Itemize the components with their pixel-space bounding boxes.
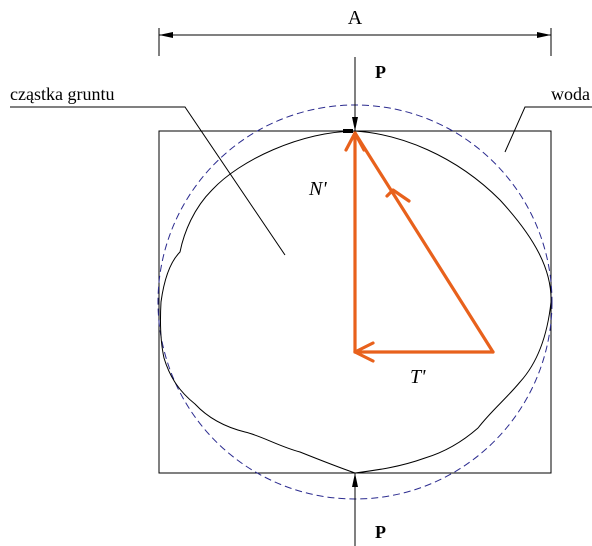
water-leader-line (504, 106, 592, 153)
dimension-a: A (158, 7, 552, 56)
soil-particle-outline (159, 130, 552, 474)
water-label: woda (551, 84, 590, 104)
particle-leader-line (10, 106, 286, 256)
contact-point (343, 129, 353, 133)
particle-label: cząstka gruntu (10, 84, 114, 104)
resultant-force-arrowhead (385, 188, 411, 203)
normal-force-label: N' (308, 178, 327, 200)
resultant-force-vector (353, 131, 495, 354)
shear-force-arrowhead (353, 341, 375, 363)
shear-force-label: T' (410, 366, 426, 388)
force-triangle (344, 131, 495, 363)
dimension-label: A (348, 7, 363, 29)
force-p-bottom-label: P (375, 522, 386, 542)
force-p-top-label: P (375, 62, 386, 82)
